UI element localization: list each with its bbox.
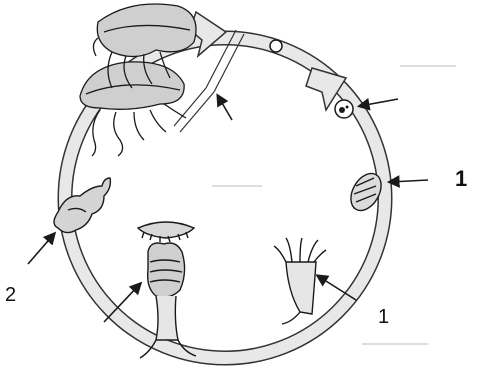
label-planula-number: 1 <box>455 168 467 190</box>
arrow-to-medusa <box>218 96 232 120</box>
cycle-direction-arrows <box>190 12 346 110</box>
arrow-to-planula <box>390 180 428 182</box>
answer-blank-lines <box>212 66 456 344</box>
adult-medusa-illustration <box>80 4 196 156</box>
polyp-stage <box>274 238 326 324</box>
label-polyp-number: 1 <box>378 307 389 327</box>
arrow-to-ephyra <box>28 234 54 264</box>
arrow-to-embryo <box>360 99 398 106</box>
label-ephyra-number: 2 <box>5 285 16 305</box>
embryo-stage <box>335 100 353 118</box>
egg-shape <box>270 40 282 52</box>
